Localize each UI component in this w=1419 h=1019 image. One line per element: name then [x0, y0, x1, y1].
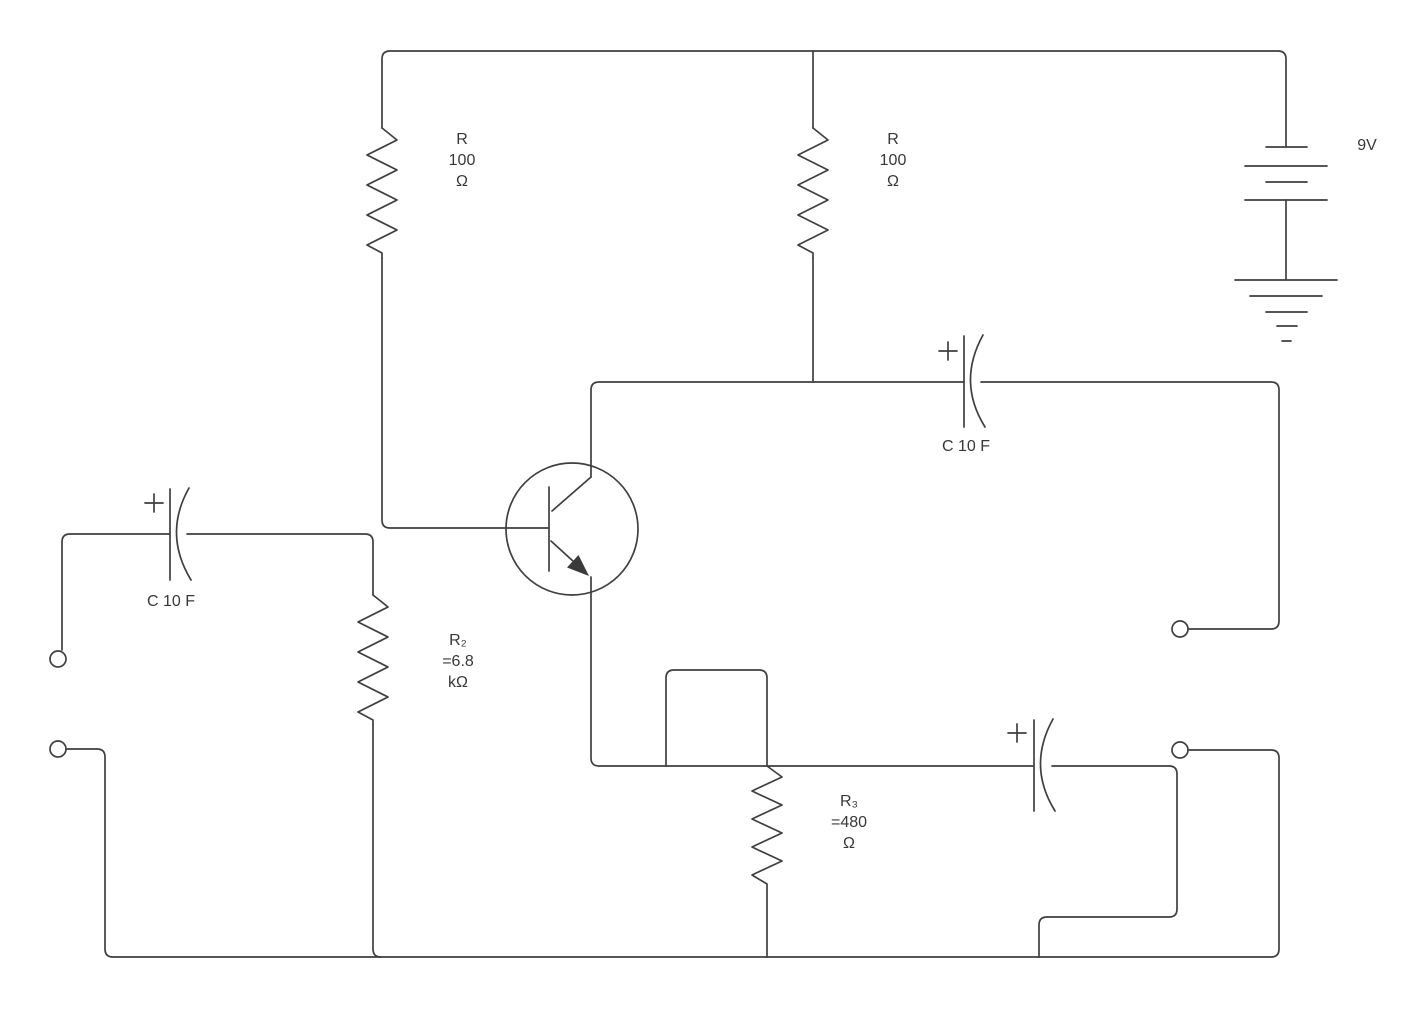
top-rail-wire: [381, 50, 1287, 148]
output-capacitor-label: C 10 F: [941, 438, 990, 455]
resistor-r1-name: R: [456, 131, 468, 148]
resistor-r1-label: R 100 Ω: [402, 129, 522, 192]
input-terminal-bottom: [49, 740, 67, 758]
resistor-r3-unit: Ω: [843, 835, 855, 852]
output-capacitor-symbol: [938, 334, 986, 428]
resistor-rc-name: R: [887, 131, 899, 148]
bypass-cap-curved-plate: [1039, 718, 1056, 812]
resistor-r3-label: R₃ =480 Ω: [789, 791, 909, 854]
wire-bump: [665, 669, 768, 767]
resistor-r2-bottom-wire: [372, 724, 382, 958]
resistor-r1-unit: Ω: [456, 173, 468, 190]
resistor-r2-label: R₂ =6.8 kΩ: [398, 630, 518, 693]
transistor-body-circle: [505, 462, 639, 596]
input-terminal-top: [49, 650, 67, 668]
bypass-capacitor-symbol: [1007, 718, 1056, 812]
resistor-r2-name: R₂: [449, 632, 467, 649]
output-terminal-top: [1171, 620, 1189, 638]
bottom-rail-wire: [66, 748, 1280, 958]
resistor-rc-unit: Ω: [887, 173, 899, 190]
plus-icon: [938, 341, 958, 361]
plus-icon: [1007, 723, 1027, 743]
base-wire: [381, 257, 550, 529]
resistor-r3-value: =480: [830, 814, 868, 831]
input-terminal-wire: [61, 533, 170, 651]
ground-symbol: [1234, 279, 1338, 342]
emitter-wire: [590, 576, 1034, 767]
resistor-r2-zigzag: [357, 594, 389, 726]
output-terminal-bottom: [1171, 741, 1189, 759]
resistor-r2-value: =6.8: [442, 653, 474, 670]
transistor-collector-lead: [551, 476, 592, 512]
resistor-r1-zigzag: [366, 127, 398, 259]
plus-icon: [144, 493, 164, 513]
output-cap-to-terminal-wire: [980, 381, 1280, 630]
resistor-rc-label: R 100 Ω: [833, 129, 953, 192]
transistor-emitter-arrowhead: [567, 555, 589, 576]
resistor-r3-zigzag: [751, 765, 783, 958]
battery-symbol: [1244, 146, 1328, 281]
resistor-rc-value: 100: [879, 152, 907, 169]
resistor-r3-name: R₃: [839, 793, 859, 810]
collector-to-output-cap-wire: [590, 381, 964, 478]
input-cap-to-r2-wire: [186, 533, 374, 596]
input-capacitor-label: C 10 F: [146, 593, 195, 610]
resistor-rc-zigzag: [797, 127, 829, 259]
bypass-cap-return-wire: [1038, 765, 1178, 958]
output-cap-curved-plate: [969, 334, 986, 428]
battery-label: 9V: [1357, 137, 1377, 154]
input-cap-curved-plate: [175, 487, 192, 581]
resistor-r1-value: 100: [448, 152, 476, 169]
transistor-emitter-lead: [550, 540, 575, 563]
npn-transistor: [505, 462, 639, 596]
input-capacitor-symbol: [144, 487, 192, 581]
resistor-r2-unit: kΩ: [448, 674, 468, 691]
